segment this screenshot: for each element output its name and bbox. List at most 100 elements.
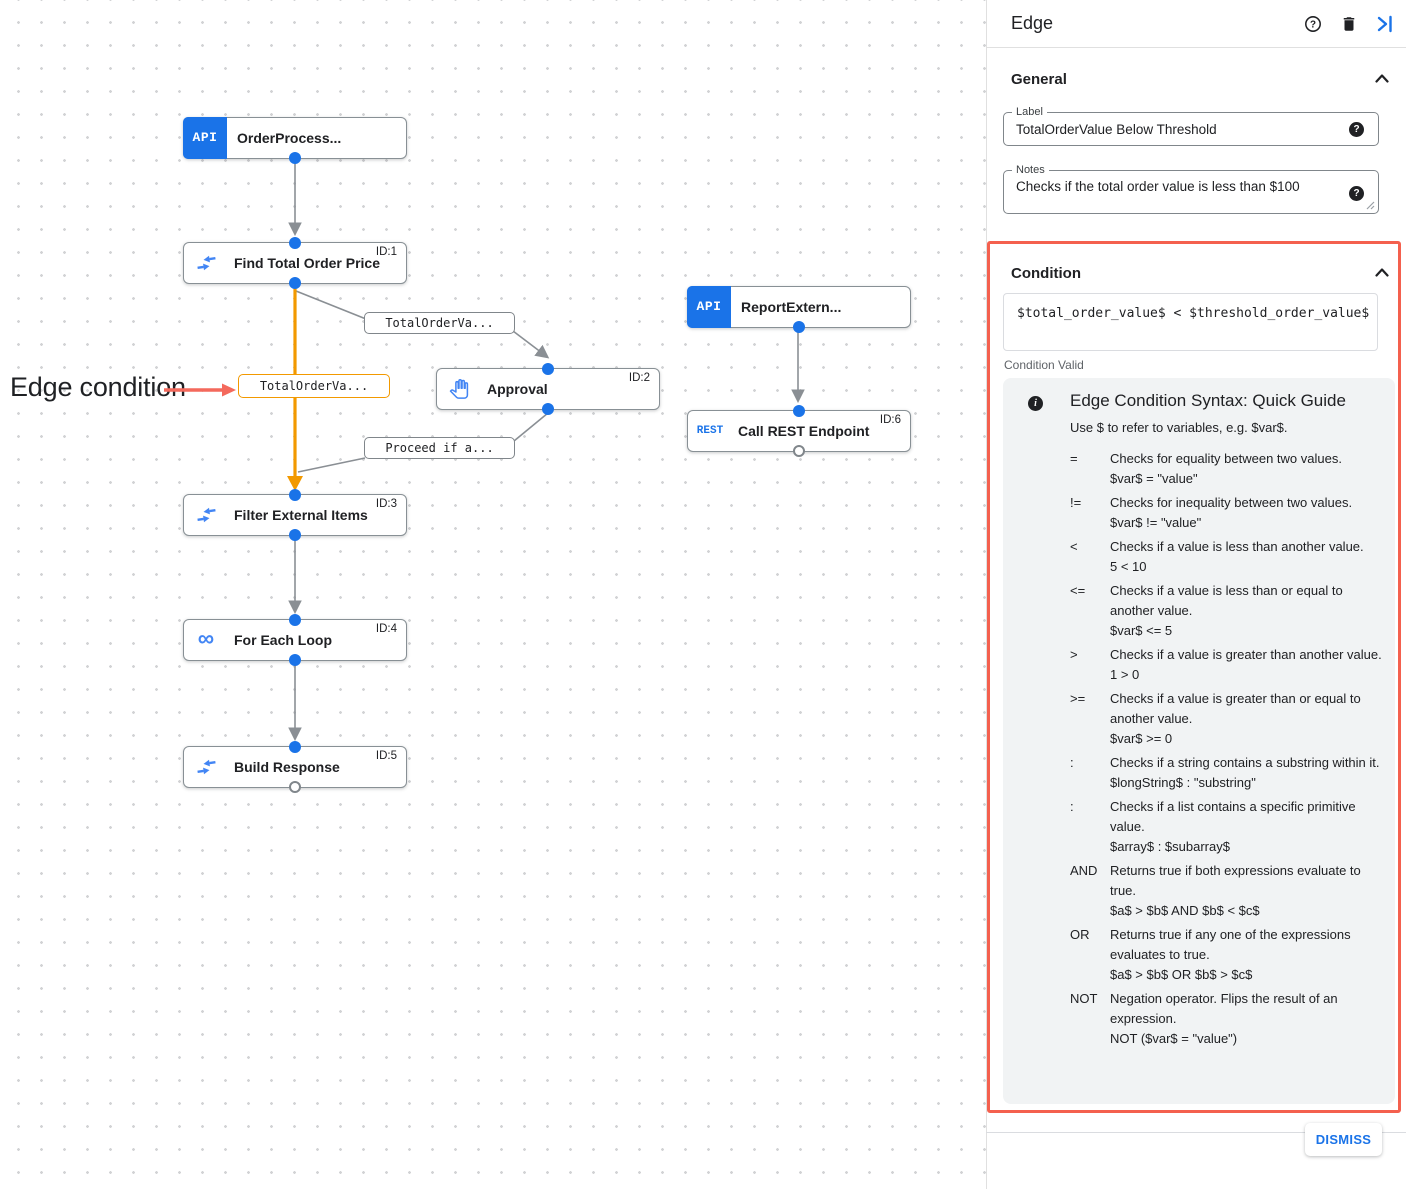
guide-row-greater-than: > Checks if a value is greater than anot…: [1070, 645, 1387, 685]
guide-op: AND: [1070, 863, 1098, 878]
input-port[interactable]: [289, 237, 301, 249]
label-field-value[interactable]: TotalOrderValue Below Threshold: [1016, 122, 1217, 137]
edge-condition-label-selected[interactable]: TotalOrderVa...: [238, 374, 390, 398]
output-port[interactable]: [793, 321, 805, 333]
node-id: ID:6: [879, 414, 901, 426]
node-title: ReportExtern...: [741, 299, 842, 315]
label-field-label: Label: [1012, 106, 1047, 118]
guide-example: 5 < 10: [1110, 559, 1147, 574]
guide-row-greater-equal: >= Checks if a value is greater than or …: [1070, 689, 1387, 749]
guide-desc: Returns true if any one of the expressio…: [1110, 927, 1351, 962]
guide-desc: Checks if a value is greater than or equ…: [1110, 691, 1361, 726]
output-port[interactable]: [289, 277, 301, 289]
edge-label-from-approval[interactable]: Proceed if a...: [364, 437, 515, 459]
section-condition: Condition: [1011, 265, 1081, 282]
guide-op: <=: [1070, 583, 1086, 598]
node-for-each-loop[interactable]: ID:4 ∞ For Each Loop: [183, 614, 407, 666]
guide-desc: Negation operator. Flips the result of a…: [1110, 991, 1338, 1026]
guide-desc: Checks for inequality between two values…: [1110, 495, 1353, 510]
label-field[interactable]: Label TotalOrderValue Below Threshold ?: [1003, 106, 1379, 146]
section-general: General: [1011, 71, 1067, 88]
info-icon: i: [1028, 396, 1043, 411]
input-port[interactable]: [289, 741, 301, 753]
node-title: OrderProcess...: [237, 130, 342, 146]
output-port[interactable]: [793, 445, 805, 457]
guide-desc: Checks if a value is less than or equal …: [1110, 583, 1343, 618]
condition-valid-status: Condition Valid: [1004, 358, 1084, 372]
rest-icon: REST: [696, 425, 724, 437]
panel-title: Edge: [1011, 13, 1054, 33]
node-orderprocess-trigger[interactable]: API OrderProcess...: [183, 116, 407, 164]
input-port[interactable]: [542, 363, 554, 375]
guide-row-not-equals: != Checks for inequality between two val…: [1070, 493, 1387, 533]
guide-subtitle: Use $ to refer to variables, e.g. $var$.: [1070, 420, 1288, 435]
output-port[interactable]: [289, 529, 301, 541]
node-title: Find Total Order Price: [234, 255, 380, 271]
delete-icon[interactable]: [1340, 15, 1358, 33]
condition-expression-input[interactable]: $total_order_value$ < $threshold_order_v…: [1003, 293, 1378, 351]
node-find-total-order-price[interactable]: ID:1 Find Total Order Price: [183, 237, 407, 289]
guide-example: $var$ <= 5: [1110, 623, 1173, 638]
output-port[interactable]: [289, 781, 301, 793]
guide-example: $a$ > $b$ OR $b$ > $c$: [1110, 967, 1253, 982]
notes-field-value[interactable]: Checks if the total order value is less …: [1016, 179, 1300, 194]
annotation-arrow-icon: [164, 383, 236, 397]
guide-row-list-contains: : Checks if a list contains a specific p…: [1070, 797, 1387, 857]
guide-example: $longString$ : "substring": [1110, 775, 1256, 790]
notes-field[interactable]: Notes Checks if the total order value is…: [1003, 164, 1379, 214]
collapse-panel-icon[interactable]: [1376, 15, 1394, 33]
guide-title: Edge Condition Syntax: Quick Guide: [1070, 391, 1346, 410]
guide-example: $var$ = "value": [1110, 471, 1198, 486]
node-title: Call REST Endpoint: [738, 423, 870, 439]
guide-row-not: NOT Negation operator. Flips the result …: [1070, 989, 1387, 1049]
output-port[interactable]: [542, 403, 554, 415]
guide-example: 1 > 0: [1110, 667, 1140, 682]
dismiss-button[interactable]: DISMISS: [1305, 1123, 1382, 1156]
guide-op: <: [1070, 539, 1078, 554]
output-port[interactable]: [289, 654, 301, 666]
guide-op: NOT: [1070, 991, 1098, 1006]
notes-help-icon[interactable]: ?: [1349, 186, 1364, 201]
label-help-icon[interactable]: ?: [1349, 122, 1364, 137]
node-title: Approval: [487, 381, 548, 397]
guide-row-and: AND Returns true if both expressions eva…: [1070, 861, 1387, 921]
svg-text:?: ?: [1310, 19, 1316, 30]
guide-example: $var$ >= 0: [1110, 731, 1173, 746]
edge-label-to-approval[interactable]: TotalOrderVa...: [364, 312, 515, 334]
resize-handle-icon[interactable]: [1366, 201, 1375, 210]
node-id: ID:1: [375, 246, 397, 258]
guide-op: !=: [1070, 495, 1082, 510]
node-title: Build Response: [234, 759, 340, 775]
node-id: ID:2: [628, 372, 650, 384]
guide-row-or: OR Returns true if any one of the expres…: [1070, 925, 1387, 985]
node-build-response[interactable]: ID:5 Build Response: [183, 741, 407, 793]
output-port[interactable]: [289, 152, 301, 164]
condition-expression-value[interactable]: $total_order_value$ < $threshold_order_v…: [1017, 306, 1370, 321]
help-icon[interactable]: ?: [1304, 15, 1322, 33]
input-port[interactable]: [289, 489, 301, 501]
collapse-general-icon[interactable]: [1375, 74, 1389, 83]
guide-op: =: [1070, 451, 1078, 466]
guide-row-less-than: < Checks if a value is less than another…: [1070, 537, 1387, 577]
node-reportextern-trigger[interactable]: API ReportExtern...: [687, 285, 911, 333]
flow-canvas[interactable]: API OrderProcess... ID:1 Find Total Orde…: [0, 0, 986, 1189]
node-id: ID:3: [375, 498, 397, 510]
input-port[interactable]: [793, 405, 805, 417]
guide-example: $a$ > $b$ AND $b$ < $c$: [1110, 903, 1260, 918]
guide-example: $array$ : $subarray$: [1110, 839, 1230, 854]
panel-footer-divider: [986, 1132, 1406, 1133]
data-mapping-icon: [184, 759, 228, 775]
node-call-rest-endpoint[interactable]: ID:6 REST Call REST Endpoint: [687, 405, 911, 457]
edge-connectors: [287, 160, 805, 742]
node-title: For Each Loop: [234, 632, 332, 648]
node-title: Filter External Items: [234, 507, 368, 523]
node-approval[interactable]: ID:2 Approval: [436, 363, 660, 415]
notes-field-label: Notes: [1012, 164, 1049, 176]
guide-op: >=: [1070, 691, 1086, 706]
input-port[interactable]: [289, 614, 301, 626]
guide-op: OR: [1070, 927, 1090, 942]
node-filter-external-items[interactable]: ID:3 Filter External Items: [183, 489, 407, 541]
data-mapping-icon: [184, 507, 228, 523]
collapse-condition-icon[interactable]: [1375, 268, 1389, 277]
